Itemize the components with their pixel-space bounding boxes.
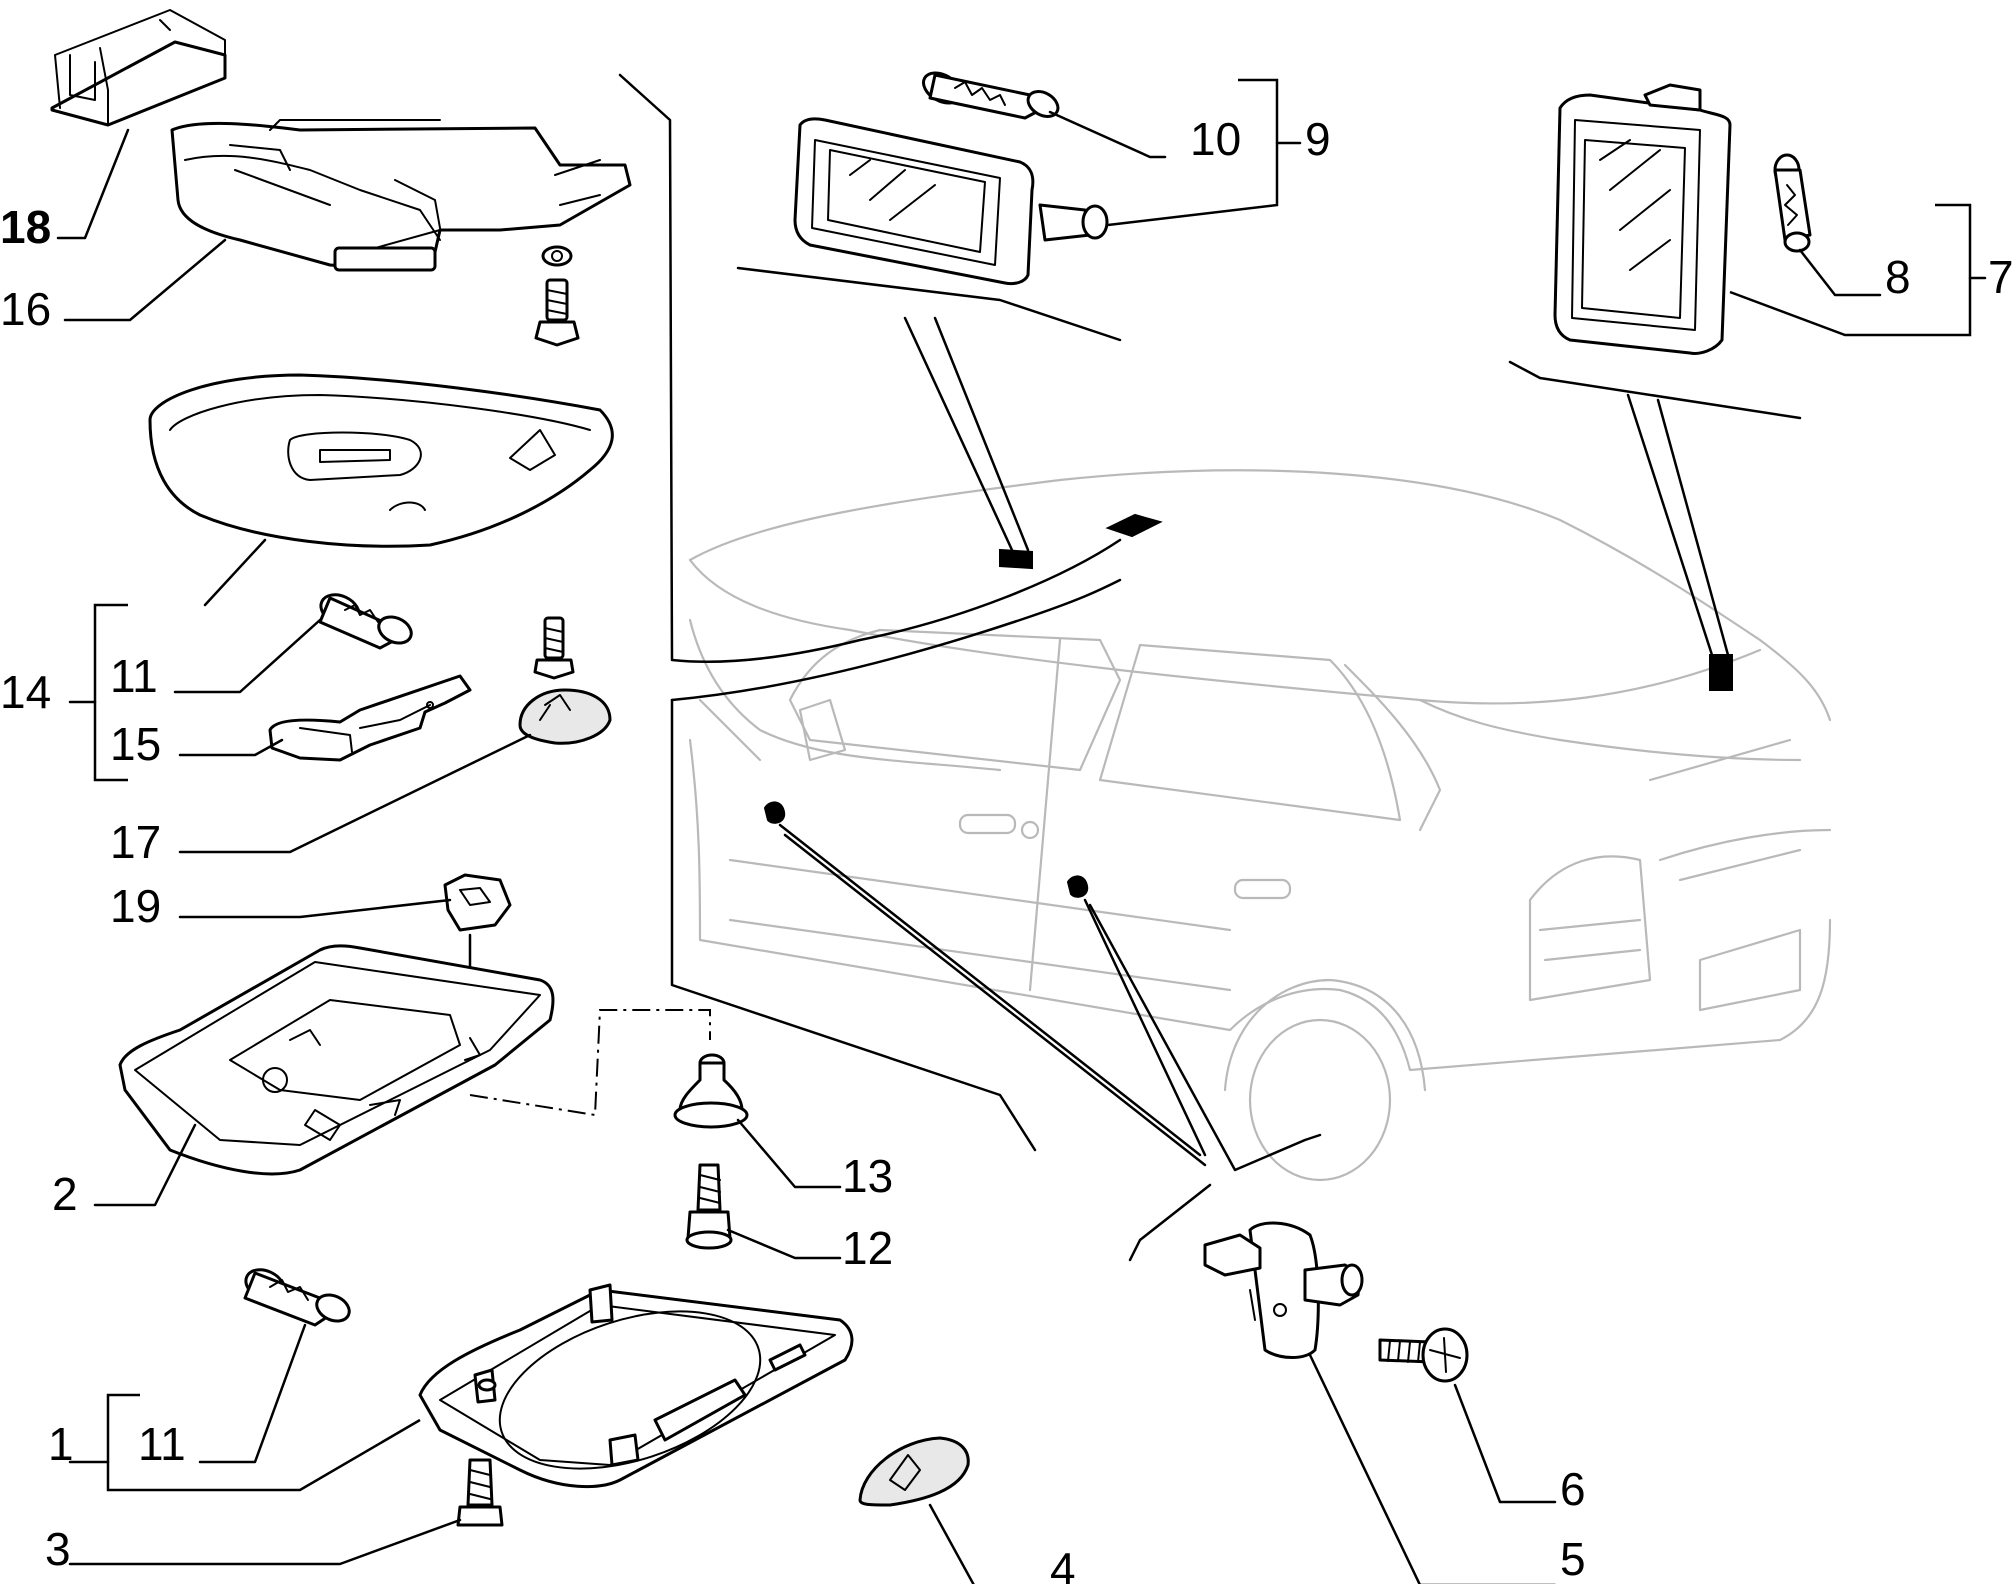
part-12-screw	[685, 1163, 733, 1250]
callout-11-lower: 11	[138, 1418, 186, 1470]
callout-16: 16	[0, 283, 51, 335]
callout-9: 9	[1305, 113, 1331, 165]
part-1-lens-cover	[418, 1283, 854, 1488]
callout-18: 18	[0, 201, 51, 253]
alignment-line	[469, 1009, 711, 1117]
part-2-base-plate	[118, 944, 555, 1176]
callout-7: 7	[1988, 251, 2014, 303]
callout-8: 8	[1885, 251, 1911, 303]
callout-10: 10	[1190, 113, 1241, 165]
part-11-festoon-bulb-lower	[243, 1268, 351, 1327]
callout-17: 17	[110, 816, 161, 868]
callout-labels: 18 16 14 11 15 17 19 2 13 12 1 11 3 4 5 …	[0, 113, 2014, 1584]
part-7-courtesy-light	[1553, 83, 1732, 355]
callout-5: 5	[1560, 1533, 1586, 1584]
part-14-reflector	[148, 373, 614, 548]
callout-14: 14	[0, 666, 51, 718]
part-9-courtesy-light	[793, 117, 1109, 286]
callout-6: 6	[1560, 1463, 1586, 1515]
part-11-festoon-bulb-upper	[318, 593, 413, 650]
part-6-screw	[1378, 1327, 1469, 1383]
callout-15: 15	[110, 718, 161, 770]
part-18-cover-cap	[50, 9, 227, 127]
callout-13: 13	[842, 1150, 893, 1202]
callout-1: 1	[48, 1418, 74, 1470]
callout-19: 19	[110, 880, 161, 932]
part-17-cap-with-screw	[518, 616, 612, 745]
callout-11-upper: 11	[110, 650, 158, 702]
callout-12: 12	[842, 1222, 893, 1274]
leader-lines	[56, 78, 1987, 1584]
part-15-lamp-holder-clip	[268, 674, 472, 762]
part-10-bulb-top	[922, 71, 1060, 120]
part-3-screw	[456, 1458, 504, 1527]
part-13-rubber-grommet	[673, 1053, 749, 1129]
nut-and-bolt	[534, 245, 580, 347]
part-8-bulb-right	[1773, 153, 1812, 253]
callout-2: 2	[52, 1168, 78, 1220]
car-illustration	[618, 73, 1832, 1182]
part-4-switch-cover	[858, 1436, 970, 1507]
part-16-light-housing-frame	[170, 119, 632, 272]
part-5-door-switch	[1203, 1221, 1364, 1359]
callout-3: 3	[45, 1523, 71, 1575]
callout-4: 4	[1050, 1543, 1076, 1584]
part-19-clip	[443, 873, 512, 1022]
